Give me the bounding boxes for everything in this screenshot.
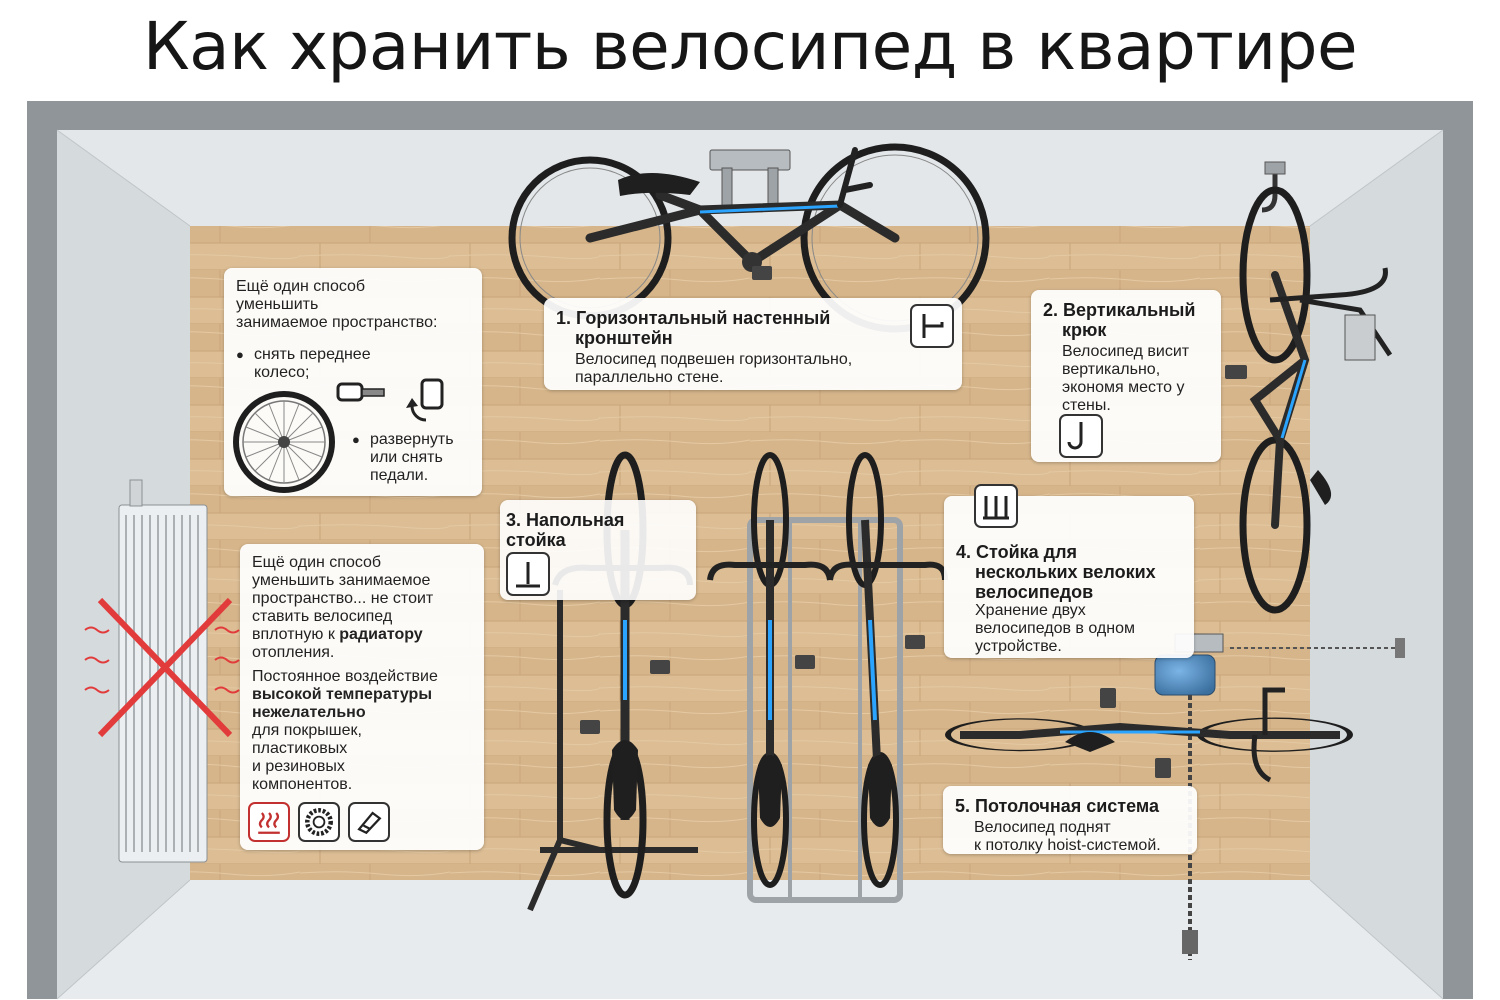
tip-bold-line: нежелательно: [252, 704, 366, 721]
method5-desc: к потолку hoist-системой.: [974, 837, 1161, 854]
method1-desc: параллельно стене.: [575, 369, 724, 386]
bottom-wall: [57, 880, 1443, 999]
horizontal-mounted-bike: [508, 143, 990, 333]
method4-desc: устройстве.: [975, 638, 1062, 655]
tip-bullet-pedals: развернуть: [352, 431, 454, 449]
method3-title: стойка: [506, 530, 566, 550]
tip-line: и резиновых: [252, 758, 345, 775]
tip-line: Ещё один способ: [236, 278, 366, 295]
method2-desc: Велосипед висит: [1062, 343, 1190, 360]
wheel-icon: [233, 391, 335, 493]
radiator-warning: [84, 479, 240, 863]
tip-line: уменьшить занимаемое: [252, 572, 431, 589]
tip-bullet-front-wheel: снять переднее: [236, 346, 470, 364]
wall-bracket-icon: [910, 304, 954, 348]
method4-title: 4. Стойка для: [956, 542, 1078, 562]
method1-title: 1. Горизонтальный настенный: [556, 308, 831, 328]
tip-line: занимаемое пространство:: [236, 314, 438, 331]
method2-card: 2. Вертикальный крюк Велосипед висит вер…: [1031, 290, 1221, 462]
method4-card: 4. Стойка для нескольких велоких велосип…: [944, 484, 1194, 658]
method2-title: крюк: [1062, 320, 1107, 340]
tip-line: пластиковых: [252, 740, 348, 757]
tip-line: компонентов.: [252, 776, 353, 793]
method4-desc: Хранение двух: [975, 602, 1086, 619]
hook-icon: [1059, 414, 1103, 458]
tip-line: ставить велосипед: [252, 608, 393, 625]
tip-line: пространство... не стоит: [252, 590, 434, 607]
method1-title: кронштейн: [575, 328, 673, 348]
method3-title: 3. Напольная: [506, 510, 625, 530]
method1-desc: Велосипед подвешен горизонтально,: [575, 351, 853, 368]
tire-icon: [298, 802, 340, 842]
tip-line: для покрышек,: [252, 722, 362, 739]
floor-stand-icon: [506, 552, 550, 596]
tip-line: Постоянное воздействие: [252, 668, 438, 685]
method2-desc: стены.: [1062, 397, 1111, 414]
tip-remove-wheel-card: Ещё один способ уменьшить занимаемое про…: [224, 268, 482, 496]
top-wall: [57, 130, 1443, 226]
pedal-icon: [336, 382, 385, 402]
vertical-hooked-bike: [1225, 161, 1393, 614]
method5-title: 5. Потолочная система: [955, 796, 1159, 816]
tip-line: отопления.: [252, 644, 335, 661]
tip-line: или снять: [370, 449, 443, 466]
method4-desc: велосипедов в одном: [975, 620, 1135, 637]
method4-title: велосипедов: [975, 582, 1094, 602]
tip-line: вплотную к радиатору: [252, 626, 423, 643]
method4-title: нескольких велоких: [975, 562, 1156, 582]
method2-desc: вертикально,: [1062, 361, 1161, 378]
page-title: Как хранить велосипед в квартире: [142, 8, 1358, 85]
method2-desc: экономя место у: [1062, 379, 1185, 396]
tip-bold-line: высокой температуры: [252, 686, 432, 703]
tip-line: колесо;: [254, 364, 310, 381]
method2-title: 2. Вертикальный: [1043, 300, 1196, 320]
tip-line: Ещё один способ: [252, 554, 382, 571]
method1-card: 1. Горизонтальный настенный кронштейн Ве…: [544, 298, 962, 390]
tip-radiator-card: Ещё один способ уменьшить занимаемое про…: [240, 544, 484, 850]
tip-line: педали.: [370, 467, 429, 484]
multi-bike-rack: [707, 452, 948, 903]
multi-rack-icon: [974, 484, 1018, 528]
method5-card: 5. Потолочная система Велосипед поднят к…: [943, 786, 1197, 854]
right-wall: [1310, 130, 1443, 999]
method3-card: 3. Напольная стойка: [500, 500, 696, 600]
tip-line: уменьшить: [236, 296, 319, 313]
plastic-part-icon: [348, 802, 390, 842]
heat-icon: [248, 802, 290, 842]
rotate-pedal-icon: [406, 378, 444, 422]
method5-desc: Велосипед поднят: [974, 819, 1111, 836]
